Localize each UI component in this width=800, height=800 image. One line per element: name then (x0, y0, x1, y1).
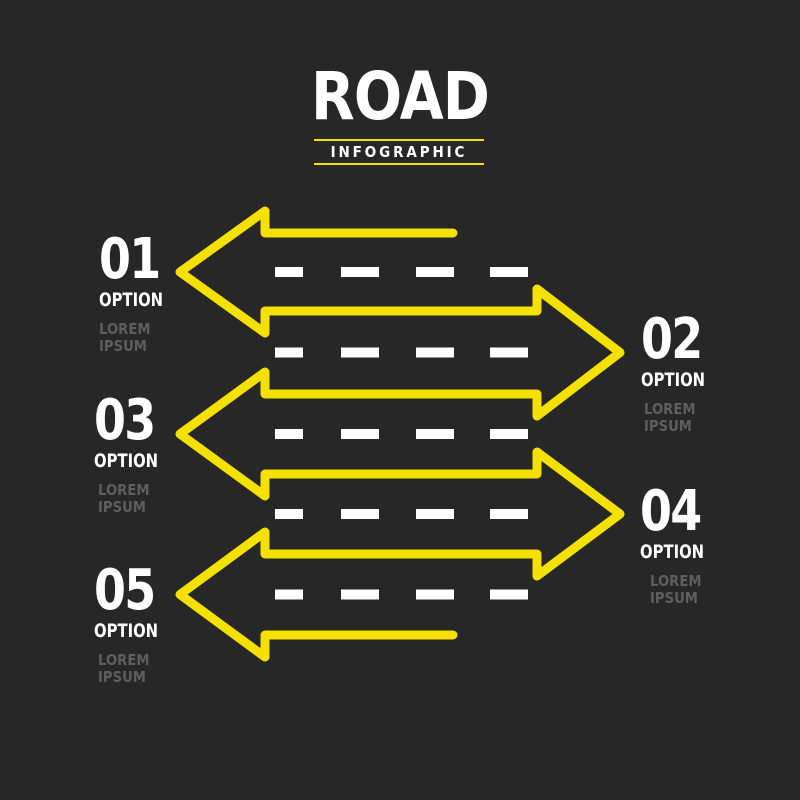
infographic-subtitle: INFOGRAPHIC (330, 143, 468, 161)
lane-dash (416, 347, 454, 358)
option-03: 03 OPTION LOREM IPSUM (94, 393, 176, 516)
lane-dash (490, 429, 528, 439)
lane-dash (275, 429, 303, 439)
option-description-line1: LOREM (650, 572, 702, 590)
option-description-line2: IPSUM (99, 337, 147, 355)
lane-dash (275, 347, 303, 358)
lane-dash (490, 589, 528, 600)
option-description-line1: LOREM (98, 481, 150, 499)
option-description-line2: IPSUM (644, 417, 692, 435)
option-label: OPTION (641, 369, 706, 391)
option-number: 01 (99, 227, 161, 292)
option-04: 04 OPTION LOREM IPSUM (640, 484, 722, 607)
option-05: 05 OPTION LOREM IPSUM (94, 563, 176, 686)
option-number: 02 (641, 307, 703, 372)
lane-dash (341, 509, 379, 519)
option-description-line2: IPSUM (98, 668, 146, 686)
lane-dash (275, 509, 303, 519)
option-description-line1: LOREM (644, 400, 696, 418)
lane-dash (416, 509, 454, 519)
subtitle-banner: INFOGRAPHIC (314, 139, 484, 165)
option-label: OPTION (640, 541, 705, 563)
lane-dash (275, 589, 303, 600)
option-label: OPTION (94, 450, 159, 472)
arrow-outline-path (175, 206, 625, 662)
option-01: 01 OPTION LOREM IPSUM (99, 232, 181, 355)
lane-dash (416, 589, 454, 600)
lane-dash (341, 589, 379, 600)
option-number: 04 (640, 479, 702, 544)
lane-dash (490, 509, 528, 519)
lane-dashes (275, 267, 528, 600)
option-number: 05 (94, 558, 156, 623)
lane-dash (341, 267, 379, 277)
option-number: 03 (94, 388, 156, 453)
lane-dash (341, 429, 379, 439)
option-description-line2: IPSUM (650, 589, 698, 607)
option-description-line2: IPSUM (98, 498, 146, 516)
lane-dash (341, 347, 379, 358)
lane-dash (275, 267, 303, 277)
road-outline (175, 206, 625, 662)
lane-dash (490, 267, 528, 277)
infographic-title: ROAD (310, 58, 490, 135)
option-label: OPTION (99, 289, 164, 311)
option-02: 02 OPTION LOREM IPSUM (641, 312, 723, 435)
option-description-line1: LOREM (99, 320, 151, 338)
option-label: OPTION (94, 620, 159, 642)
option-description-line1: LOREM (98, 651, 150, 669)
lane-dash (416, 429, 454, 439)
lane-dash (490, 347, 528, 358)
lane-dash (416, 267, 454, 277)
